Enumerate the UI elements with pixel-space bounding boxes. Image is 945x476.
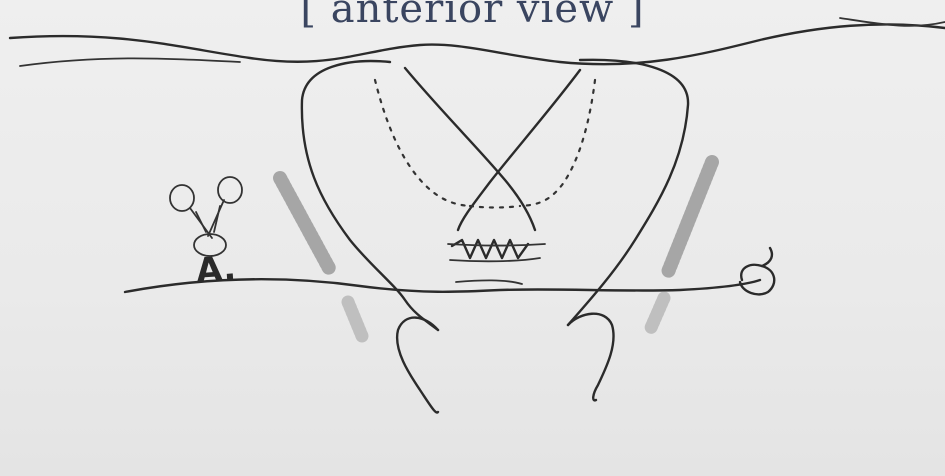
marker-label-a: A.	[195, 249, 238, 292]
short-line-center	[456, 280, 522, 284]
shaded-strip-right-lower	[650, 298, 664, 330]
shaded-strip-left-upper	[280, 178, 330, 270]
right-outline	[568, 60, 688, 325]
shaded-strip-right-upper	[668, 162, 712, 272]
stitch-line-lower	[450, 258, 540, 261]
dotted-curve-bottom	[470, 206, 520, 208]
right-end-loop	[740, 265, 774, 295]
scissors-icon	[170, 177, 242, 256]
lower-hook-right	[568, 314, 614, 401]
lower-hook-left	[397, 318, 438, 413]
left-outline	[302, 61, 438, 330]
dotted-curve-left	[375, 80, 470, 206]
right-end-hook	[762, 248, 772, 266]
shaded-strip-left-lower	[348, 302, 362, 336]
zigzag-stitch	[452, 240, 528, 258]
clavicle-line-lower	[20, 58, 240, 66]
